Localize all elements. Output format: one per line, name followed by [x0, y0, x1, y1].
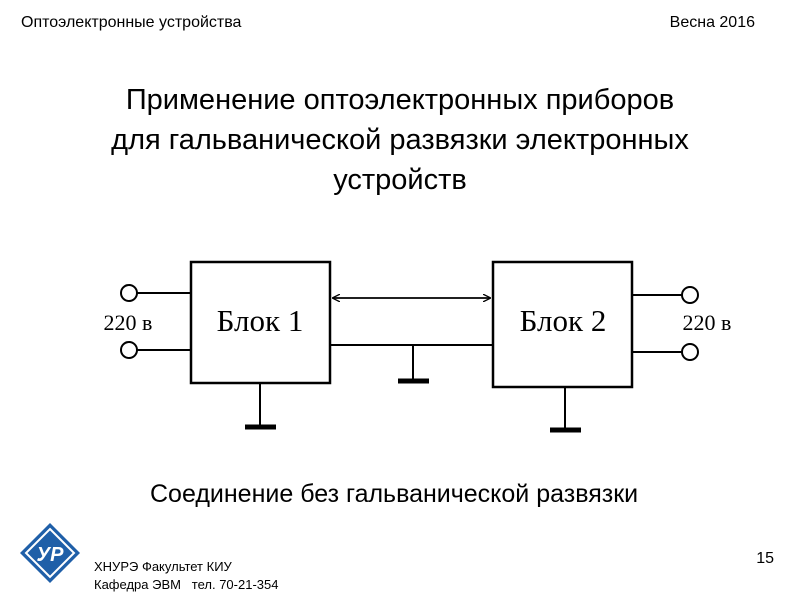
slide-title: Применение оптоэлектронных приборов для … — [20, 80, 780, 200]
term-label: Весна 2016 — [669, 14, 755, 31]
left-terminal-top — [120, 284, 138, 302]
slide-title-line-3: устройств — [333, 164, 467, 196]
footer-line-2: Кафедра ЭВМ тел. 70-21-354 — [94, 577, 279, 592]
block-1-label: Блок 1 — [217, 303, 304, 338]
slide-title-line-2: для гальванической развязки электронных — [111, 124, 689, 156]
footer-line-1: ХНУРЭ Факультет КИУ — [94, 559, 232, 574]
right-terminal-bottom — [681, 343, 699, 361]
logo-mark: УР — [37, 544, 65, 566]
slide-title-line-1: Применение оптоэлектронных приборов — [125, 84, 675, 116]
diagram-caption: Соединение без гальванической развязки — [150, 480, 639, 508]
course-title: Оптоэлектронные устройства — [21, 14, 242, 31]
left-terminal-bottom — [120, 341, 138, 359]
right-voltage-label: 220 в — [683, 310, 732, 335]
university-logo-icon: УР — [20, 523, 80, 583]
block-2 — [491, 260, 634, 389]
footer-info: ХНУРЭ Факультет КИУ Кафедра ЭВМ тел. 70-… — [94, 558, 278, 594]
block-2-label: Блок 2 — [520, 303, 607, 338]
page-number: 15 — [756, 550, 774, 567]
right-terminal-top — [681, 286, 699, 304]
left-voltage-label: 220 в — [104, 310, 153, 335]
